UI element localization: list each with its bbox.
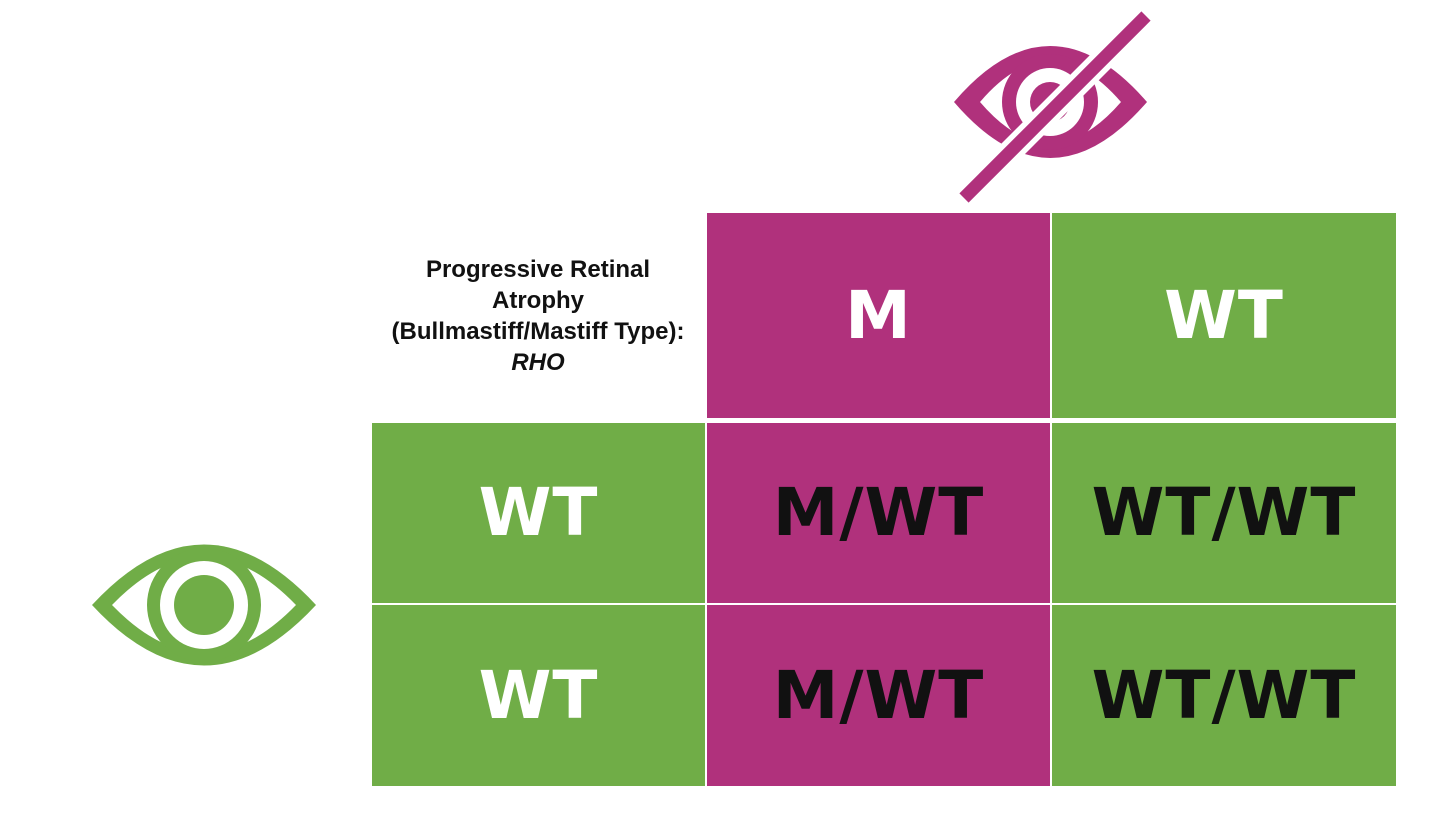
eye-slash-icon (954, 10, 1155, 206)
punnett-title: Progressive Retinal Atrophy (Bullmastiff… (372, 254, 704, 378)
row-header-label: WT (478, 656, 599, 734)
genotype-cell-r1c2: WT/WT (1052, 423, 1396, 603)
title-line-3: (Bullmastiff/Mastiff Type): (391, 318, 685, 345)
genotype-cell-r2c2: WT/WT (1052, 605, 1396, 786)
row-header-wt-1: WT (372, 423, 705, 603)
genotype-cell-r1c1: M/WT (707, 423, 1050, 603)
genotype-label: M/WT (772, 474, 985, 551)
title-line-1: Progressive Retinal (425, 256, 651, 283)
row-header-wt-2: WT (372, 605, 705, 786)
row-header-label: WT (478, 474, 599, 551)
column-header-m: M (707, 213, 1050, 418)
eye-icon (92, 544, 316, 666)
column-header-label: M (845, 276, 912, 354)
gene-name: RHO (511, 349, 565, 376)
column-header-label: WT (1164, 276, 1284, 354)
column-header-wt: WT (1052, 213, 1396, 418)
genotype-label: WT/WT (1091, 656, 1357, 734)
title-line-2: Atrophy (492, 287, 584, 314)
genotype-label: M/WT (772, 656, 985, 734)
genotype-label: WT/WT (1091, 474, 1357, 551)
genotype-cell-r2c1: M/WT (707, 605, 1050, 786)
